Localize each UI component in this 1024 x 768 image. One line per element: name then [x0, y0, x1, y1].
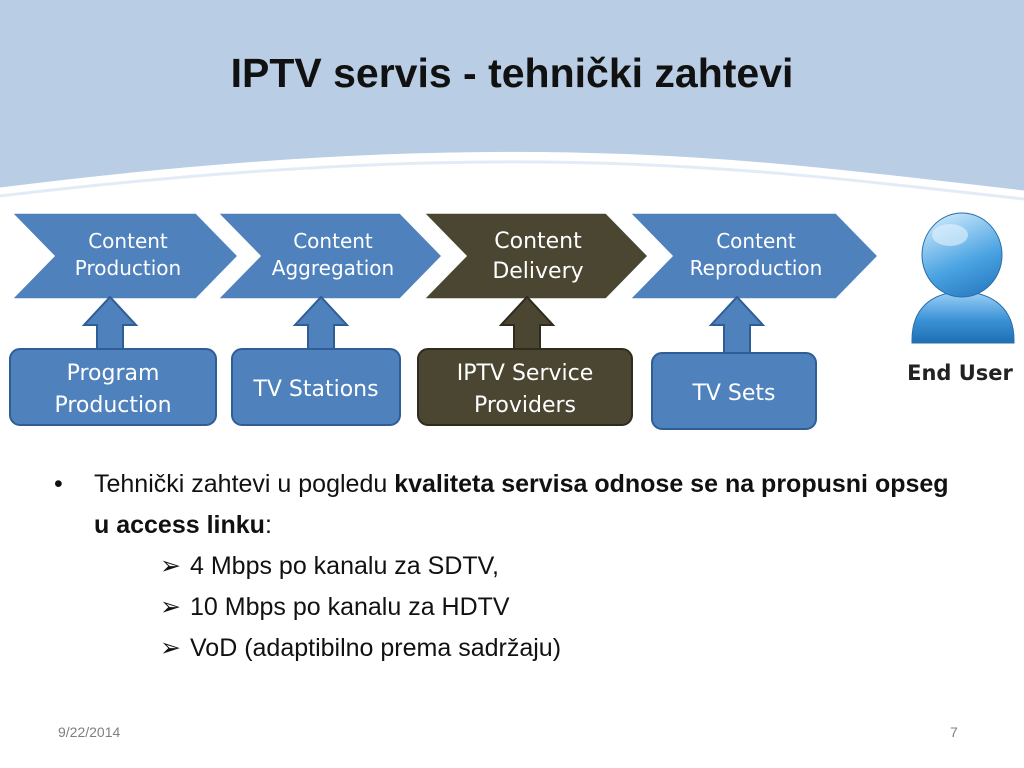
arrow-up-icon [292, 295, 350, 354]
header-band: IPTV servis - tehnički zahtevi [0, 0, 1024, 210]
slide-title: IPTV servis - tehnički zahtevi [230, 50, 794, 96]
box-label-line1: IPTV Service [457, 361, 594, 386]
sub-item: ➢ 10 Mbps po kanalu za HDTV [160, 587, 954, 628]
arrow-up-icon [708, 295, 766, 354]
arrow-right-icon: ➢ [160, 634, 181, 662]
sub-item-text: 4 Mbps po kanalu za SDTV, [190, 552, 499, 580]
box-tv-stations: TV Stations [231, 348, 401, 426]
box-tv-sets: TV Sets [651, 352, 817, 430]
sub-item: ➢ 4 Mbps po kanalu za SDTV, [160, 546, 954, 587]
arrow-up-icon [81, 295, 139, 354]
arrow-up-icon [498, 295, 556, 354]
sub-item-text: 10 Mbps po kanalu za HDTV [190, 593, 510, 621]
chevron-content-reproduction: Content Reproduction [628, 212, 880, 300]
page-number: 7 [950, 724, 958, 740]
chevron-label-line2: Delivery [492, 259, 583, 284]
main-bullet: • Tehnički zahtevi u pogledu kvaliteta s… [54, 464, 954, 546]
chevron-label-line2: Reproduction [690, 256, 823, 280]
bullet-intro-text: Tehnički zahtevi u pogledu [94, 470, 395, 498]
box-iptv-service-providers: IPTV Service Providers [417, 348, 633, 426]
chevron-content-production: Content Production [10, 212, 240, 300]
user-icon [911, 212, 1015, 344]
chevron-label-line1: Content [88, 229, 168, 253]
process-diagram: Content Production Content Aggregation C… [9, 212, 1015, 430]
sub-item: ➢ VoD (adaptibilno prema sadržaju) [160, 628, 954, 669]
footer-date: 9/22/2014 [58, 724, 121, 740]
chevron-content-aggregation: Content Aggregation [216, 212, 444, 300]
bullet-dot-icon: • [54, 470, 63, 498]
chevron-label-line1: Content [716, 229, 796, 253]
box-label-line1: TV Sets [691, 381, 775, 406]
box-program-production: Program Production [9, 348, 217, 426]
chevron-label-line1: Content [293, 229, 373, 253]
bullet-bold-text: kvaliteta servisa odnose se na propusni … [94, 470, 949, 539]
sub-list: ➢ 4 Mbps po kanalu za SDTV, ➢ 10 Mbps po k… [160, 546, 954, 669]
box-label-line2: Providers [474, 393, 576, 418]
chevron-content-delivery: Content Delivery [422, 212, 650, 300]
slide-body: • Tehnički zahtevi u pogledu kvaliteta s… [54, 464, 954, 669]
arrow-right-icon: ➢ [160, 552, 181, 580]
bullet-end-text: : [264, 511, 272, 539]
header-wave [0, 0, 1024, 201]
box-label-line1: Program [67, 361, 160, 386]
sub-item-text: VoD (adaptibilno prema sadržaju) [190, 634, 562, 662]
box-label-line2: Production [54, 393, 171, 418]
chevron-label-line2: Production [75, 256, 181, 280]
chevron-label-line1: Content [494, 229, 582, 254]
arrow-right-icon: ➢ [160, 593, 181, 621]
chevron-label-line2: Aggregation [272, 256, 394, 280]
box-label-line1: TV Stations [252, 377, 378, 402]
end-user-label: End User [907, 361, 1013, 385]
